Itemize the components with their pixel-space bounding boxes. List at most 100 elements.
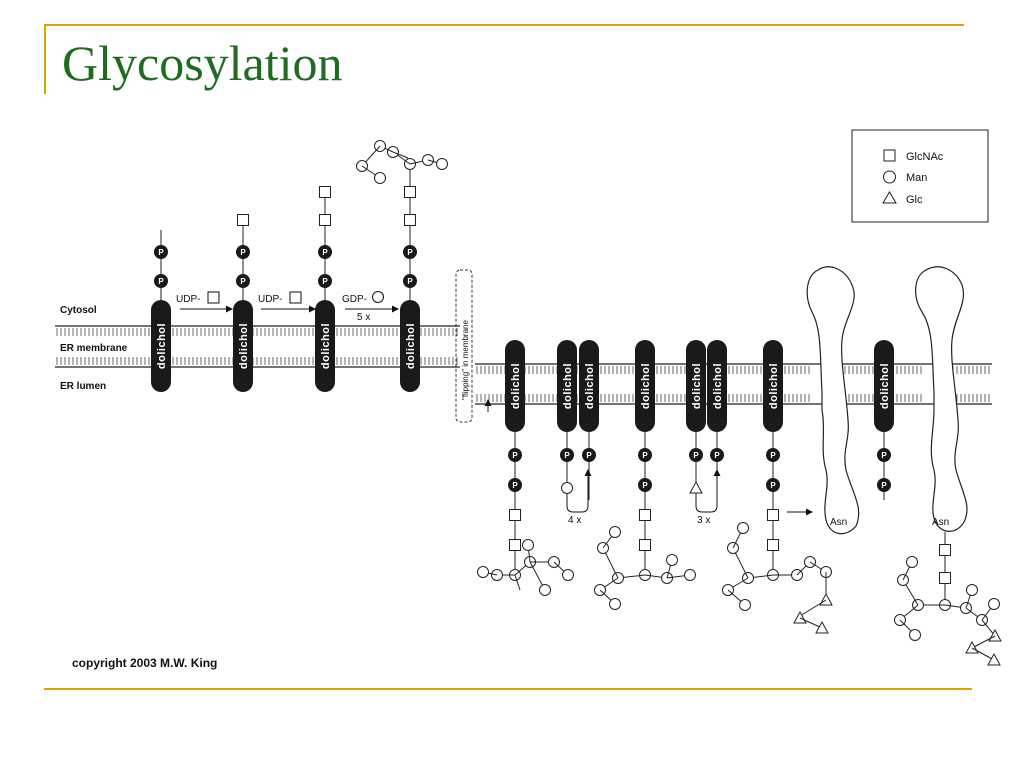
dolichol-label: dolichol <box>879 363 891 409</box>
phosphate-label: P <box>881 451 887 460</box>
dolichol-label: dolichol <box>156 323 168 369</box>
glcnac-donor-2-icon <box>289 291 302 304</box>
glcnac-icon <box>319 186 331 198</box>
dolichol-label: dolichol <box>584 363 596 409</box>
glcnac-icon <box>404 186 416 198</box>
dolichol-cytosol-2: dolichol <box>233 300 253 392</box>
dolichol-label: dolichol <box>320 323 332 369</box>
er-membrane-label: ER membrane <box>60 343 128 354</box>
mannose-icon <box>737 522 749 534</box>
glcnac-icon <box>767 509 779 521</box>
dolichol-label: dolichol <box>712 363 724 409</box>
mannose-icon <box>609 598 621 610</box>
glucose-icon <box>819 592 833 606</box>
dolichol-label: dolichol <box>768 363 780 409</box>
top-rule <box>44 24 964 26</box>
phosphate-label: P <box>714 451 720 460</box>
phosphate-label: P <box>322 248 328 257</box>
phosphate-label: P <box>586 451 592 460</box>
dolichol-label: dolichol <box>640 363 652 409</box>
bottom-rule <box>44 688 972 690</box>
phosphate-icon: P <box>638 478 652 492</box>
phosphate-icon: P <box>710 448 724 462</box>
mannose-icon <box>436 158 448 170</box>
dolichol-lumen-4b: dolichol <box>707 340 727 432</box>
mannose-icon <box>609 526 621 538</box>
protein-1: Asn <box>806 266 860 535</box>
right-membrane <box>475 363 992 405</box>
mannose-icon <box>909 629 921 641</box>
mannose-icon <box>666 554 678 566</box>
legend-man: Man <box>906 172 927 184</box>
dolichol-lumen-6: dolichol <box>874 340 894 432</box>
glcnac-icon <box>404 214 416 226</box>
legend-glc: Glc <box>906 194 923 206</box>
dolichol-cytosol-4: dolichol <box>400 300 420 392</box>
glc-legend-icon <box>882 191 897 204</box>
udp-donor-2: UDP- <box>258 294 282 305</box>
glucose-icon <box>815 620 829 634</box>
mannose-icon <box>966 584 978 596</box>
glucose-repeat-label: 3 x <box>697 515 710 526</box>
lumen-repeat-arrows: 4 x 3 x <box>566 469 813 526</box>
lumen-glycan-1: PP <box>477 448 574 596</box>
slide-title: Glycosylation <box>62 35 343 91</box>
phosphate-icon: P <box>766 448 780 462</box>
dolichol-label: dolichol <box>405 323 417 369</box>
lumen-glycan-3: PP <box>594 448 696 610</box>
phosphate-icon: P <box>638 448 652 462</box>
dolichol-label: dolichol <box>562 363 574 409</box>
phosphate-label: P <box>407 248 413 257</box>
protein-2: Asn <box>915 266 968 532</box>
mannose-icon <box>477 566 489 578</box>
mannose-icon <box>684 569 696 581</box>
cytosolic-glycans <box>237 140 448 244</box>
gdp-donor: GDP- <box>342 294 367 305</box>
udp-donor-1: UDP- <box>176 294 200 305</box>
phosphate-icon: P <box>877 448 891 462</box>
phosphate-label: P <box>693 451 699 460</box>
phosphate-label: P <box>158 248 164 257</box>
glucose-icon <box>689 480 703 494</box>
glcnac-icon <box>509 539 521 551</box>
lumen-glycan-5: PP <box>722 448 833 634</box>
lumen-dolichol-6-phosphates: PP <box>877 448 891 492</box>
phosphate-label: P <box>564 451 570 460</box>
glcnac-icon <box>509 509 521 521</box>
man-legend-icon <box>883 170 896 184</box>
phosphate-label: P <box>770 451 776 460</box>
flipping-label: "flipping" in membrane <box>461 320 470 400</box>
phosphate-label: P <box>512 481 518 490</box>
phosphate-icon: P <box>689 448 703 462</box>
dolichol-lumen-2a: dolichol <box>557 340 577 432</box>
dolichol-lumen-3: dolichol <box>635 340 655 432</box>
phosphate-icon: P <box>154 274 168 288</box>
glcnac-icon <box>319 214 331 226</box>
glcnac-icon <box>237 214 249 226</box>
phosphate-label: P <box>512 451 518 460</box>
phosphate-icon: P <box>508 448 522 462</box>
phosphate-icon: P <box>318 245 332 259</box>
phosphate-icon: P <box>403 274 417 288</box>
dolichol-cytosol-3: dolichol <box>315 300 335 392</box>
phosphate-icon: P <box>508 478 522 492</box>
glcnac-icon <box>939 572 951 584</box>
phosphate-icon: P <box>403 245 417 259</box>
cytosol-label: Cytosol <box>60 305 97 316</box>
glucose-icon <box>793 610 807 624</box>
donor-arrows: UDP- UDP- GDP- 5 x <box>176 291 399 323</box>
phosphate-icon: P <box>236 245 250 259</box>
phosphate-label: P <box>158 277 164 286</box>
mannose-donor-icon <box>372 291 384 303</box>
phosphate-icon: P <box>582 448 596 462</box>
mannose-icon <box>562 569 574 581</box>
phosphate-label: P <box>881 481 887 490</box>
mannose-icon <box>539 584 551 596</box>
copyright-text: copyright 2003 M.W. King <box>72 656 217 670</box>
phosphate-label: P <box>642 451 648 460</box>
left-rule <box>44 24 46 94</box>
phosphate-label: P <box>407 277 413 286</box>
